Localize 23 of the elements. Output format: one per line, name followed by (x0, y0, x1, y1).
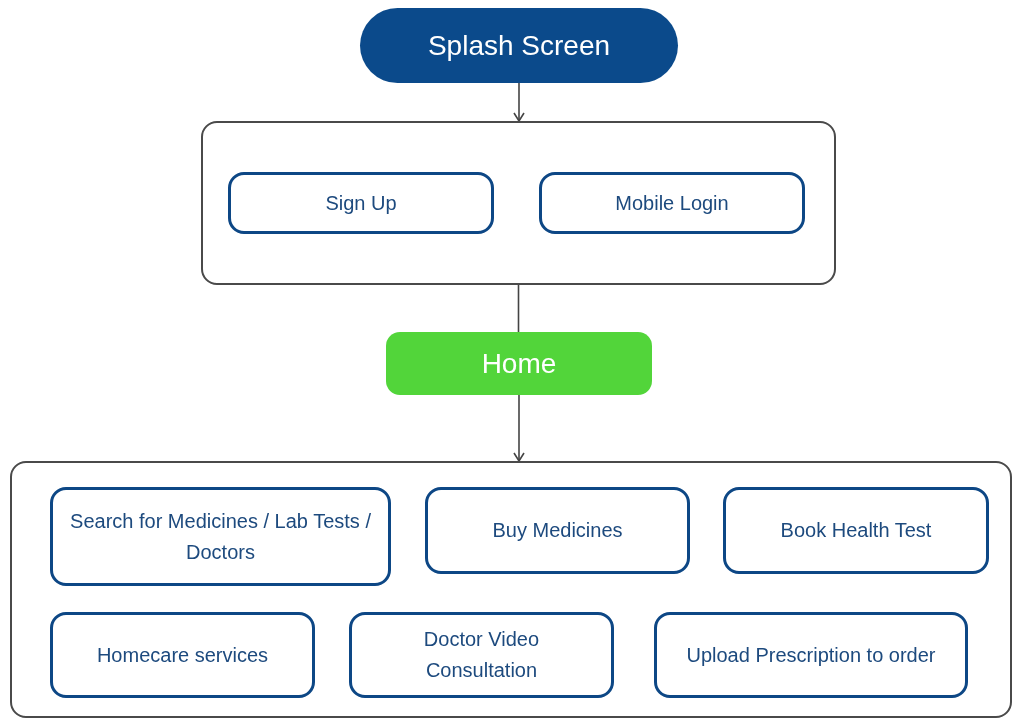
screen-box (50, 612, 315, 698)
node-label: Mobile Login (615, 190, 729, 216)
node-label: Buy Medicines (492, 518, 623, 543)
screen-box (50, 487, 391, 586)
node-label: Doctor Video Consultation (422, 627, 541, 683)
screen-box (228, 172, 494, 234)
screen-box (425, 487, 690, 574)
group-box (201, 121, 836, 285)
group-box (10, 461, 1012, 718)
home-box (386, 332, 652, 395)
node-label: Splash Screen (427, 28, 611, 63)
node-label: Sign Up (325, 190, 397, 216)
node-label: Book Health Test (780, 518, 932, 543)
screen-box (349, 612, 614, 698)
node-label: Upload Prescription to order (686, 642, 936, 668)
connector-arrow (513, 82, 525, 122)
screen-box (723, 487, 989, 574)
node-label: Homecare services (96, 642, 269, 668)
connector-arrow (513, 394, 525, 462)
node-label: Search for Medicines / Lab Tests / Doctors (69, 508, 372, 565)
node-label: Home (481, 346, 557, 381)
screen-box (539, 172, 805, 234)
screen-box (654, 612, 968, 698)
